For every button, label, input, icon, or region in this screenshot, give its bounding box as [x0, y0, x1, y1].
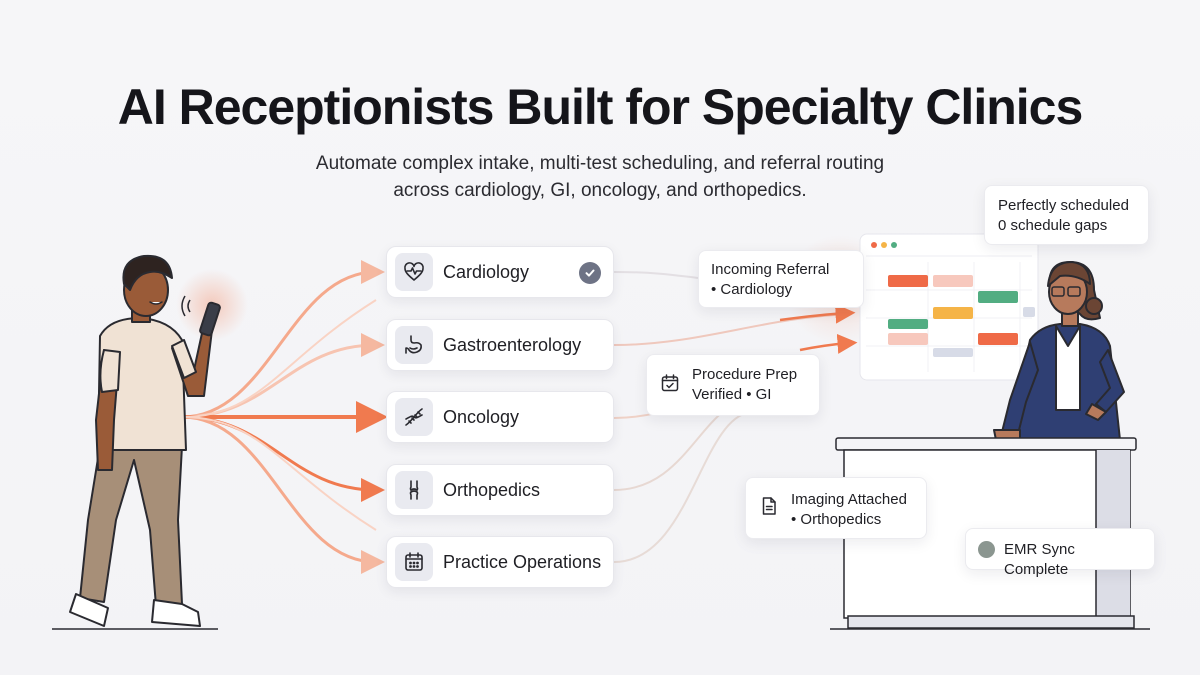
- window-dot-red: [871, 242, 877, 248]
- schedule-window: [859, 233, 1039, 381]
- note-title: Imaging Attached: [791, 491, 907, 508]
- specialty-card-oncology[interactable]: Oncology: [386, 391, 614, 443]
- heart-pulse-icon: [395, 253, 433, 291]
- status-dot-icon: [978, 541, 995, 558]
- fan-arrows: [181, 260, 388, 574]
- note-detail: Verified • GI: [692, 386, 772, 403]
- window-dot-green: [891, 242, 897, 248]
- specialty-card-gastroenterology[interactable]: Gastroenterology: [386, 319, 614, 371]
- specialty-card-orthopedics[interactable]: Orthopedics: [386, 464, 614, 516]
- stomach-icon: [395, 326, 433, 364]
- specialty-card-cardiology[interactable]: Cardiology: [386, 246, 614, 298]
- incoming-referral-note: Incoming Referral • Cardiology: [698, 250, 864, 308]
- bone-joint-icon: [395, 471, 433, 509]
- procedure-prep-note: Procedure Prep Verified • GI: [646, 354, 820, 416]
- note-title: Procedure Prep: [692, 366, 798, 383]
- schedule-block: [933, 307, 973, 319]
- schedule-block: [978, 333, 1018, 345]
- schedule-block: [888, 275, 928, 287]
- note-title: EMR Sync Complete: [1004, 541, 1075, 578]
- calendar-icon: [395, 543, 433, 581]
- perfectly-scheduled-note: Perfectly scheduled 0 schedule gaps: [984, 185, 1149, 245]
- schedule-block: [933, 348, 973, 357]
- subtitle-line-2: across cardiology, GI, oncology, and ort…: [393, 180, 807, 201]
- specialty-card-practice-operations[interactable]: Practice Operations: [386, 536, 614, 588]
- emr-sync-note: EMR Sync Complete: [965, 528, 1155, 578]
- check-icon: [579, 262, 601, 284]
- schedule-block: [978, 291, 1018, 303]
- note-detail: 0 schedule gaps: [998, 217, 1108, 234]
- calendar-check-icon: [660, 373, 680, 399]
- specialty-label: Orthopedics: [443, 479, 541, 500]
- dna-icon: [395, 398, 433, 436]
- page-title: AI Receptionists Built for Specialty Cli…: [117, 79, 1084, 135]
- document-icon: [759, 496, 779, 522]
- specialty-label: Practice Operations: [443, 551, 602, 572]
- schedule-block: [1023, 307, 1035, 317]
- specialty-label: Cardiology: [443, 261, 530, 282]
- caller-person: [69, 254, 221, 627]
- window-dot-yellow: [881, 242, 887, 248]
- note-title: Incoming Referral: [711, 261, 830, 278]
- note-detail: • Orthopedics: [791, 511, 882, 528]
- receptionist-person: [993, 261, 1125, 441]
- schedule-block: [933, 275, 973, 287]
- note-title: Perfectly scheduled: [998, 197, 1129, 214]
- page-subtitle: Automate complex intake, multi-test sche…: [0, 150, 1200, 204]
- schedule-block: [888, 319, 928, 329]
- imaging-attached-note: Imaging Attached • Orthopedics: [745, 477, 927, 539]
- specialty-label: Oncology: [443, 406, 520, 427]
- schedule-block: [888, 333, 928, 345]
- subtitle-line-1: Automate complex intake, multi-test sche…: [315, 153, 885, 174]
- phone-signal-icon: [181, 295, 191, 317]
- note-detail: • Cardiology: [711, 281, 793, 298]
- specialty-label: Gastroenterology: [443, 334, 582, 355]
